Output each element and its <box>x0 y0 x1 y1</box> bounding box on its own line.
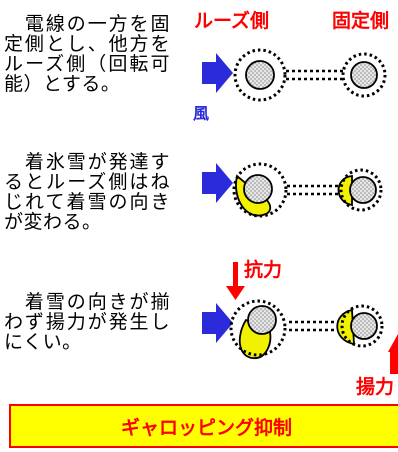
fixed-side-label: 固定側 <box>332 10 390 32</box>
loose-side-conductor <box>247 305 277 335</box>
paragraph-2: 着氷雪が発達するとルーズ側はねじれて着雪の向きが変わる。 <box>4 151 170 233</box>
row-1 <box>202 48 387 102</box>
drag-label: 抗力 <box>244 259 283 281</box>
fixed-side-conductor <box>350 61 378 89</box>
loose-side-outer-circle <box>233 48 287 102</box>
row-3 <box>202 262 398 374</box>
fixed-side-conductor <box>350 312 378 340</box>
fixed-side-outer-circle <box>340 304 384 348</box>
fixed-side-outer-circle <box>339 168 383 212</box>
fixed-side-outer-circle <box>341 52 387 98</box>
wind-label: 風 <box>193 104 210 123</box>
lift-arrow-shaft <box>390 350 398 374</box>
loose-side-label: ルーズ側 <box>194 10 270 32</box>
loose-side-outer-circle <box>232 162 288 218</box>
wind-arrow-icon <box>202 53 233 93</box>
drag-arrow-icon <box>226 286 245 300</box>
footer-banner: ギャロッピング抑制 <box>9 404 398 448</box>
fixed-side-conductor <box>349 176 377 204</box>
row-2 <box>202 162 383 218</box>
footer-title: ギャロッピング抑制 <box>120 416 292 439</box>
drag-arrow-shaft <box>233 262 238 288</box>
paragraph-1: 電線の一方を固定側とし、他方をルーズ側（回転可能）とする。 <box>4 13 170 95</box>
wind-arrow-icon <box>202 303 233 343</box>
lift-label: 揚力 <box>356 376 395 398</box>
loose-side-conductor <box>243 174 273 204</box>
wind-arrow-icon <box>202 163 233 203</box>
loose-side-outer-circle <box>229 299 287 357</box>
lift-arrow-icon <box>388 334 398 352</box>
paragraph-3: 着雪の向きが揃わず揚力が発生しにくい。 <box>4 291 170 353</box>
loose-side-conductor <box>245 60 275 90</box>
